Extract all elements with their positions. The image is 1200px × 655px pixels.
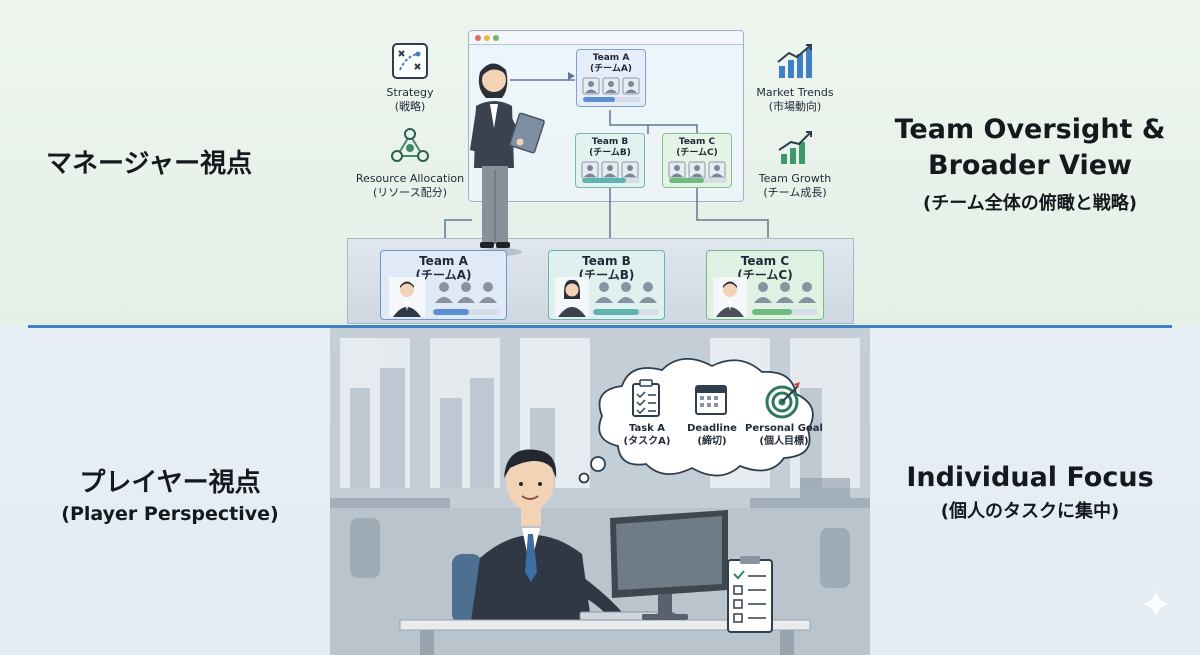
bar-chart-icon bbox=[777, 44, 812, 78]
individual-focus-subtitle: (個人のタスクに集中) bbox=[940, 501, 1120, 522]
screen-team-a-progress bbox=[583, 97, 641, 102]
team-b-name: Team B bbox=[582, 254, 631, 268]
team-c-jp: (チームC) bbox=[737, 268, 793, 282]
oversight-title-line1: Team Oversight & bbox=[894, 114, 1166, 145]
oversight-subtitle: (チーム全体の俯瞰と戦略) bbox=[923, 193, 1137, 214]
screen-team-b-progress bbox=[582, 178, 640, 183]
team-b-progress bbox=[593, 309, 659, 315]
window-titlebar bbox=[469, 31, 743, 45]
office-scene: Task A (タスクA) Deadline (締切) Personal Goa… bbox=[330, 328, 870, 655]
deadline-label-jp: (締切) bbox=[697, 436, 727, 447]
goal-label-jp: (個人目標) bbox=[759, 436, 809, 447]
screen-team-b-name: Team B bbox=[591, 137, 629, 147]
team-c-leader-avatar bbox=[713, 277, 747, 317]
progress-fill bbox=[593, 309, 640, 315]
concept-market: Market Trends (市場動向) bbox=[750, 42, 840, 114]
growth-chart-icon bbox=[778, 131, 812, 164]
clipboard-icon bbox=[727, 556, 773, 633]
concept-resource: Resource Allocation (リソース配分) bbox=[346, 126, 474, 200]
team-a-jp: (チームA) bbox=[415, 268, 472, 282]
network-icon bbox=[391, 128, 429, 162]
goal-label-en: Personal Goal bbox=[745, 423, 823, 434]
screen-team-b-jp: (チームB) bbox=[589, 148, 631, 158]
progress-fill bbox=[582, 178, 626, 183]
team-members-icon bbox=[668, 161, 726, 179]
team-members-icon bbox=[581, 161, 639, 179]
strategy-board-icon bbox=[392, 43, 428, 79]
screen-team-c-jp: (チームC) bbox=[676, 148, 718, 158]
team-c-progress bbox=[752, 309, 818, 315]
deadline-label: Deadline (締切) bbox=[680, 422, 744, 448]
growth-label: Team Growth bbox=[758, 172, 832, 185]
sparkle-icon bbox=[1142, 590, 1170, 618]
resource-label: Resource Allocation bbox=[355, 172, 465, 185]
manager-figure bbox=[470, 63, 545, 256]
goal-label: Personal Goal (個人目標) bbox=[744, 422, 824, 448]
player-title: プレイヤー視点 bbox=[79, 468, 261, 498]
office-illustration bbox=[330, 328, 870, 655]
team-members-icon bbox=[595, 282, 657, 303]
task-label-jp: (タスクA) bbox=[623, 436, 671, 447]
window-close-dot bbox=[475, 35, 481, 41]
team-a-name: Team A bbox=[419, 254, 468, 268]
team-a-progress bbox=[433, 309, 499, 315]
player-subtitle: (Player Perspective) bbox=[61, 503, 279, 525]
team-members-icon bbox=[754, 282, 816, 303]
team-a-card: Team A (チームA) bbox=[380, 250, 507, 320]
progress-fill bbox=[669, 178, 704, 183]
window-maximize-dot bbox=[493, 35, 499, 41]
team-c-name: Team C bbox=[740, 254, 790, 268]
progress-fill bbox=[752, 309, 792, 315]
target-icon bbox=[765, 382, 800, 419]
individual-focus-title: Individual Focus bbox=[906, 462, 1154, 493]
market-label-jp: (市場動向) bbox=[768, 100, 822, 113]
calendar-icon bbox=[695, 385, 727, 415]
screen-team-c-name: Team C bbox=[678, 137, 716, 147]
concept-strategy: Strategy (戦略) bbox=[380, 42, 440, 114]
concept-growth: Team Growth (チーム成長) bbox=[750, 128, 840, 200]
team-c-card: Team C (チームC) bbox=[706, 250, 824, 320]
player-right-title-block: Individual Focus (個人のタスクに集中) bbox=[880, 462, 1180, 523]
task-label: Task A (タスクA) bbox=[612, 422, 682, 448]
screen-team-a-jp: (チームA) bbox=[590, 64, 632, 74]
team-b-leader-avatar bbox=[555, 277, 589, 317]
screen-team-c-progress bbox=[669, 178, 727, 183]
progress-fill bbox=[433, 309, 470, 315]
task-label-en: Task A bbox=[628, 423, 666, 434]
checklist-icon bbox=[632, 379, 660, 417]
team-b-jp: (チームB) bbox=[578, 268, 635, 282]
deadline-label-en: Deadline bbox=[687, 423, 737, 434]
strategy-label: Strategy bbox=[386, 86, 434, 99]
screen-team-c-card: Team C (チームC) bbox=[662, 133, 732, 188]
team-members-icon bbox=[582, 77, 640, 95]
screen-team-a-card: Team A (チームA) bbox=[576, 49, 646, 107]
resource-label-jp: (リソース配分) bbox=[372, 186, 448, 199]
team-members-icon bbox=[435, 282, 497, 303]
progress-fill bbox=[583, 97, 615, 102]
team-a-leader-avatar bbox=[389, 277, 425, 317]
player-title-block: プレイヤー視点 (Player Perspective) bbox=[40, 462, 300, 525]
section-divider bbox=[28, 325, 1172, 328]
growth-label-jp: (チーム成長) bbox=[763, 186, 827, 199]
oversight-title-line2: Broader View bbox=[928, 150, 1132, 181]
market-label: Market Trends bbox=[756, 86, 834, 99]
screen-team-b-card: Team B (チームB) bbox=[575, 133, 645, 188]
strategy-label-jp: (戦略) bbox=[394, 100, 426, 113]
manager-right-title-block: Team Oversight & Broader View (チーム全体の俯瞰と… bbox=[880, 112, 1180, 222]
screen-team-a-name: Team A bbox=[592, 53, 630, 63]
team-b-card: Team B (チームB) bbox=[548, 250, 665, 320]
window-minimize-dot bbox=[484, 35, 490, 41]
manager-title: マネージャー視点 bbox=[46, 149, 253, 179]
